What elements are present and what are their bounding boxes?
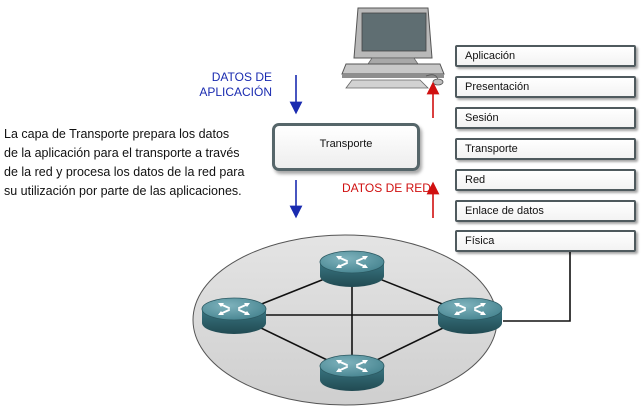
description-line: de la aplicación para el transporte a tr…	[4, 146, 240, 160]
description-line: de la red y procesa los datos de la red …	[4, 165, 245, 179]
osi-layer-network: Red	[455, 169, 636, 191]
app-data-label: DATOS DE APLICACIÓN	[180, 70, 272, 100]
app-data-label-line1: DATOS DE	[211, 70, 272, 84]
app-data-label-line2: APLICACIÓN	[199, 85, 272, 99]
transport-layer-box: Transporte	[272, 123, 420, 171]
osi-layer-transport: Transporte	[455, 138, 636, 160]
physical-link	[503, 250, 571, 322]
router-icon	[319, 250, 385, 288]
description-line: su utilización por parte de las aplicaci…	[4, 184, 242, 198]
router-icon	[437, 297, 503, 335]
osi-layer-data-link: Enlace de datos	[455, 200, 636, 222]
osi-layer-physical: Física	[455, 230, 636, 252]
description-text: La capa de Transporte prepara los datos …	[4, 125, 266, 201]
network-data-label: DATOS DE RED	[342, 181, 431, 195]
router-icon	[319, 354, 385, 392]
osi-layer-session: Sesión	[455, 107, 636, 129]
router-icon	[201, 297, 267, 335]
osi-layer-presentation: Presentación	[455, 76, 636, 98]
computer-icon	[341, 7, 445, 89]
osi-layer-application: Aplicación	[455, 45, 636, 67]
description-line: La capa de Transporte prepara los datos	[4, 127, 230, 141]
